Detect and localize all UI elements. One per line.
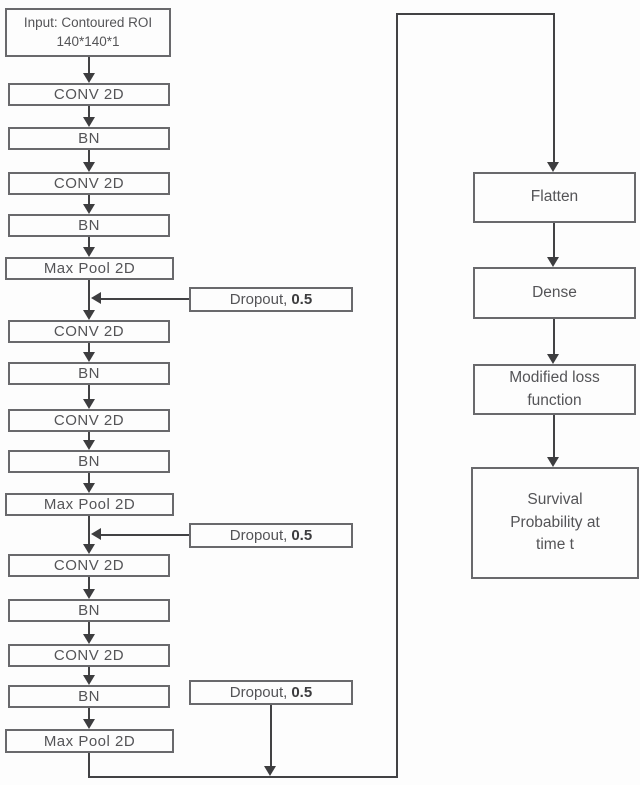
dropout-label: Dropout,	[229, 527, 288, 544]
arrowhead	[83, 675, 95, 685]
arrowhead	[547, 257, 559, 267]
node-label: CONV 2D	[53, 557, 125, 574]
connector-conv5-bn5	[88, 577, 90, 589]
arrowhead	[91, 292, 101, 304]
node-conv2d-4: CONV 2D	[8, 409, 170, 432]
connector-dropout2	[101, 534, 189, 536]
connector-bottom-horizontal	[88, 776, 398, 778]
connector-dense-modifiedloss	[553, 319, 555, 354]
node-bn-5: BN	[8, 599, 170, 622]
node-conv2d-2: CONV 2D	[8, 172, 170, 195]
node-label: BN	[78, 130, 100, 147]
node-dropout-3: Dropout,0.5	[189, 680, 353, 705]
connector-conv1-bn1	[88, 106, 90, 117]
node-dense: Dense	[473, 267, 636, 319]
node-label: Max Pool 2D	[43, 496, 136, 513]
connector-bn6-maxpool3	[88, 708, 90, 719]
node-modified-loss: Modified loss function	[473, 364, 636, 415]
dropout-label: Dropout,	[229, 684, 288, 701]
arrowhead	[83, 162, 95, 172]
arrowhead	[83, 634, 95, 644]
connector-input-conv1	[88, 57, 90, 73]
connector-right-vertical-up	[396, 13, 398, 778]
dropout-value: 0.5	[291, 527, 313, 544]
arrowhead	[83, 310, 95, 320]
node-label: Dense	[532, 283, 577, 301]
node-label: Max Pool 2D	[43, 732, 136, 750]
node-input-label: Input: Contoured ROI 140*140*1	[24, 14, 152, 52]
dropout-value: 0.5	[291, 291, 313, 308]
node-label: Survival Probability at time t	[510, 491, 600, 554]
arrowhead	[83, 352, 95, 362]
node-maxpool-2: Max Pool 2D	[5, 493, 174, 516]
arrowhead	[83, 544, 95, 554]
connector-top-horizontal	[396, 13, 555, 15]
connector-conv2-bn2	[88, 195, 90, 204]
node-conv2d-6: CONV 2D	[8, 644, 170, 667]
node-bn-1: BN	[8, 127, 170, 150]
node-maxpool-3: Max Pool 2D	[5, 729, 174, 753]
node-label: CONV 2D	[53, 175, 125, 192]
node-flatten: Flatten	[473, 172, 636, 223]
arrowhead	[83, 483, 95, 493]
node-label: BN	[78, 602, 100, 619]
node-label: Max Pool 2D	[43, 260, 136, 277]
arrowhead	[547, 457, 559, 467]
arrowhead	[91, 528, 101, 540]
node-label: Flatten	[530, 188, 579, 206]
node-label: BN	[78, 365, 100, 382]
arrowhead	[83, 440, 95, 450]
arrowhead	[83, 247, 95, 257]
connector-maxpool1-conv3	[88, 280, 90, 310]
node-dropout-1: Dropout,0.5	[189, 287, 353, 312]
connector-bn1-conv2	[88, 150, 90, 162]
node-label: CONV 2D	[53, 86, 125, 103]
arrowhead	[83, 589, 95, 599]
connector-bn5-conv6	[88, 622, 90, 634]
arrowhead	[83, 117, 95, 127]
node-label: CONV 2D	[53, 647, 125, 664]
dropout-label: Dropout,	[229, 291, 288, 308]
connector-dropout1	[101, 298, 189, 300]
node-bn-2: BN	[8, 214, 170, 237]
node-conv2d-1: CONV 2D	[8, 83, 170, 106]
input-line2: 140*140*1	[56, 33, 120, 49]
arrowhead	[83, 73, 95, 83]
connector-bn3-conv4	[88, 385, 90, 399]
arrowhead	[83, 719, 95, 729]
node-label: Modified loss function	[509, 369, 600, 409]
node-input: Input: Contoured ROI 140*140*1	[5, 8, 171, 57]
node-label: BN	[78, 217, 100, 234]
node-survival-probability: Survival Probability at time t	[471, 467, 639, 579]
node-maxpool-1: Max Pool 2D	[5, 257, 174, 280]
node-conv2d-5: CONV 2D	[8, 554, 170, 577]
node-bn-4: BN	[8, 450, 170, 473]
node-label: BN	[78, 453, 100, 470]
connector-bn4-maxpool2	[88, 473, 90, 483]
node-label: CONV 2D	[53, 412, 125, 429]
connector-modifiedloss-survival	[553, 415, 555, 457]
node-dropout-2: Dropout,0.5	[189, 523, 353, 548]
arrowhead	[547, 354, 559, 364]
connector-bn2-maxpool1	[88, 237, 90, 247]
arrowhead	[83, 204, 95, 214]
connector-flatten-dense	[553, 223, 555, 257]
connector-conv3-bn3	[88, 343, 90, 352]
arrowhead	[83, 399, 95, 409]
node-conv2d-3: CONV 2D	[8, 320, 170, 343]
input-line1: Input: Contoured ROI	[23, 14, 153, 30]
arrowhead	[264, 766, 276, 776]
connector-maxpool3-down	[88, 753, 90, 777]
node-label: BN	[78, 688, 100, 705]
node-label: CONV 2D	[53, 323, 125, 340]
connector-dropout3	[270, 705, 272, 766]
node-bn-3: BN	[8, 362, 170, 385]
connector-conv4-bn4	[88, 432, 90, 440]
arrowhead	[547, 162, 559, 172]
connector-conv6-bn6	[88, 667, 90, 675]
dropout-value: 0.5	[291, 684, 313, 701]
node-bn-6: BN	[8, 685, 170, 708]
connector-down-to-flatten	[553, 13, 555, 162]
connector-maxpool2-conv5	[88, 516, 90, 544]
